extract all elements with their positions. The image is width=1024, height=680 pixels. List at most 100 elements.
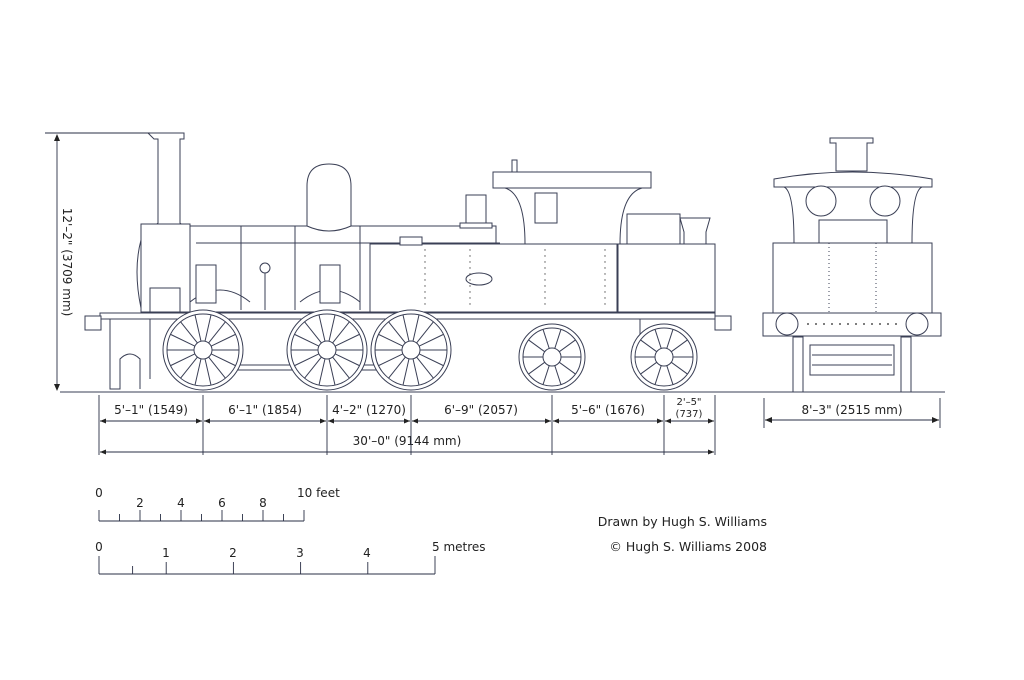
end-buffer-left bbox=[775, 312, 799, 336]
wheel bbox=[286, 309, 368, 391]
wheel-spoke bbox=[207, 355, 226, 379]
scale-end-label: 5 metres bbox=[432, 540, 486, 554]
rivet bbox=[604, 249, 606, 251]
wheel-spoke bbox=[670, 361, 688, 375]
scale-label: 1 bbox=[162, 546, 170, 560]
wheel-spoke bbox=[402, 314, 410, 343]
wheel-spoke bbox=[304, 355, 323, 379]
front-buffer bbox=[84, 315, 102, 331]
rivet bbox=[544, 303, 546, 305]
rivet bbox=[424, 273, 426, 275]
end-wheel-left bbox=[792, 336, 804, 393]
segment-label: 6'–1" (1854) bbox=[228, 403, 302, 417]
wheel-hub bbox=[193, 340, 213, 360]
scale-bar-metres: 0 1 2 3 4 5 metres bbox=[95, 540, 486, 575]
cab-roof bbox=[492, 171, 652, 189]
rivet bbox=[855, 323, 857, 325]
rivet bbox=[604, 291, 606, 293]
rivet bbox=[544, 297, 546, 299]
wheel-spoke bbox=[333, 333, 360, 347]
rivet bbox=[831, 323, 833, 325]
wheel-spoke bbox=[402, 357, 410, 386]
rivet bbox=[604, 273, 606, 275]
wheel bbox=[370, 309, 452, 391]
scale-label: 0 bbox=[95, 486, 103, 500]
wheel-spoke bbox=[207, 321, 226, 345]
rivet bbox=[469, 279, 471, 281]
side-tank bbox=[369, 243, 618, 313]
rivet bbox=[424, 297, 426, 299]
chimney bbox=[146, 132, 191, 236]
segment-label: 5'–6" (1676) bbox=[571, 403, 645, 417]
height-label: 12'–2" (3709 mm) bbox=[60, 208, 74, 317]
whistle-fitting bbox=[259, 262, 271, 274]
overall-length-label: 30'–0" (9144 mm) bbox=[353, 434, 462, 448]
scale-label: 6 bbox=[218, 496, 226, 510]
wheel bbox=[518, 323, 586, 391]
rivet bbox=[604, 303, 606, 305]
cab-window bbox=[534, 192, 558, 224]
wheel-spoke bbox=[378, 333, 405, 347]
wheel-spoke bbox=[542, 329, 551, 350]
wheel-spoke bbox=[294, 353, 321, 367]
rivet bbox=[847, 323, 849, 325]
spectacle-window-right bbox=[869, 185, 901, 217]
buffer-beam bbox=[762, 312, 942, 337]
wheel-spoke bbox=[331, 355, 350, 379]
end-chimney bbox=[829, 137, 874, 172]
coal-rail bbox=[626, 213, 681, 245]
rivet bbox=[604, 297, 606, 299]
wheel-spoke bbox=[378, 353, 405, 367]
segment-label-bottom: (737) bbox=[676, 409, 703, 420]
wheel-spoke bbox=[415, 355, 434, 379]
side-elevation bbox=[84, 132, 732, 391]
rivet bbox=[815, 323, 817, 325]
wheel-spoke bbox=[318, 357, 326, 386]
spectacle-window-left bbox=[805, 185, 837, 217]
wheel-spoke bbox=[180, 355, 199, 379]
wheel-spoke bbox=[412, 314, 420, 343]
rivet bbox=[544, 267, 546, 269]
wheel-spoke bbox=[194, 314, 202, 343]
rivet bbox=[469, 261, 471, 263]
wheel-spoke bbox=[553, 329, 562, 350]
rivet bbox=[424, 303, 426, 305]
sandbox-rear bbox=[319, 264, 341, 304]
rivet bbox=[544, 273, 546, 275]
rivet bbox=[469, 273, 471, 275]
wheel-spoke bbox=[558, 339, 576, 353]
wheel-spoke bbox=[180, 321, 199, 345]
rivet bbox=[863, 323, 865, 325]
segment-label: 5'–1" (1549) bbox=[114, 403, 188, 417]
wheel bbox=[162, 309, 244, 391]
segment-label-top: 2'–5" bbox=[676, 397, 701, 408]
wheel-spoke bbox=[528, 339, 546, 353]
rivet bbox=[469, 297, 471, 299]
rivet bbox=[895, 323, 897, 325]
scale-label: 8 bbox=[259, 496, 267, 510]
rivet bbox=[823, 323, 825, 325]
wheel-spoke bbox=[333, 353, 360, 367]
rivet bbox=[871, 323, 873, 325]
wheel-spoke bbox=[194, 357, 202, 386]
wheel-hub bbox=[401, 340, 421, 360]
height-dimension: 12'–2" (3709 mm) bbox=[45, 132, 150, 391]
wheel-spoke bbox=[412, 357, 420, 386]
wheel-hub bbox=[654, 347, 674, 367]
rivet bbox=[604, 267, 606, 269]
rivet bbox=[424, 291, 426, 293]
credit-copyright: © Hugh S. Williams 2008 bbox=[609, 539, 767, 554]
scale-label: 4 bbox=[363, 546, 371, 560]
scale-label: 3 bbox=[296, 546, 304, 560]
end-buffer-right bbox=[905, 312, 929, 336]
rivet bbox=[544, 249, 546, 251]
wheel bbox=[630, 323, 698, 391]
rivet bbox=[544, 261, 546, 263]
wheel-spoke bbox=[328, 314, 336, 343]
scale-bar-feet: 0 2 4 6 8 10 feet bbox=[95, 486, 340, 522]
rivet bbox=[424, 285, 426, 287]
wheel-spoke bbox=[558, 361, 576, 375]
wheel-spoke bbox=[170, 353, 197, 367]
wheel-spoke bbox=[553, 364, 562, 385]
